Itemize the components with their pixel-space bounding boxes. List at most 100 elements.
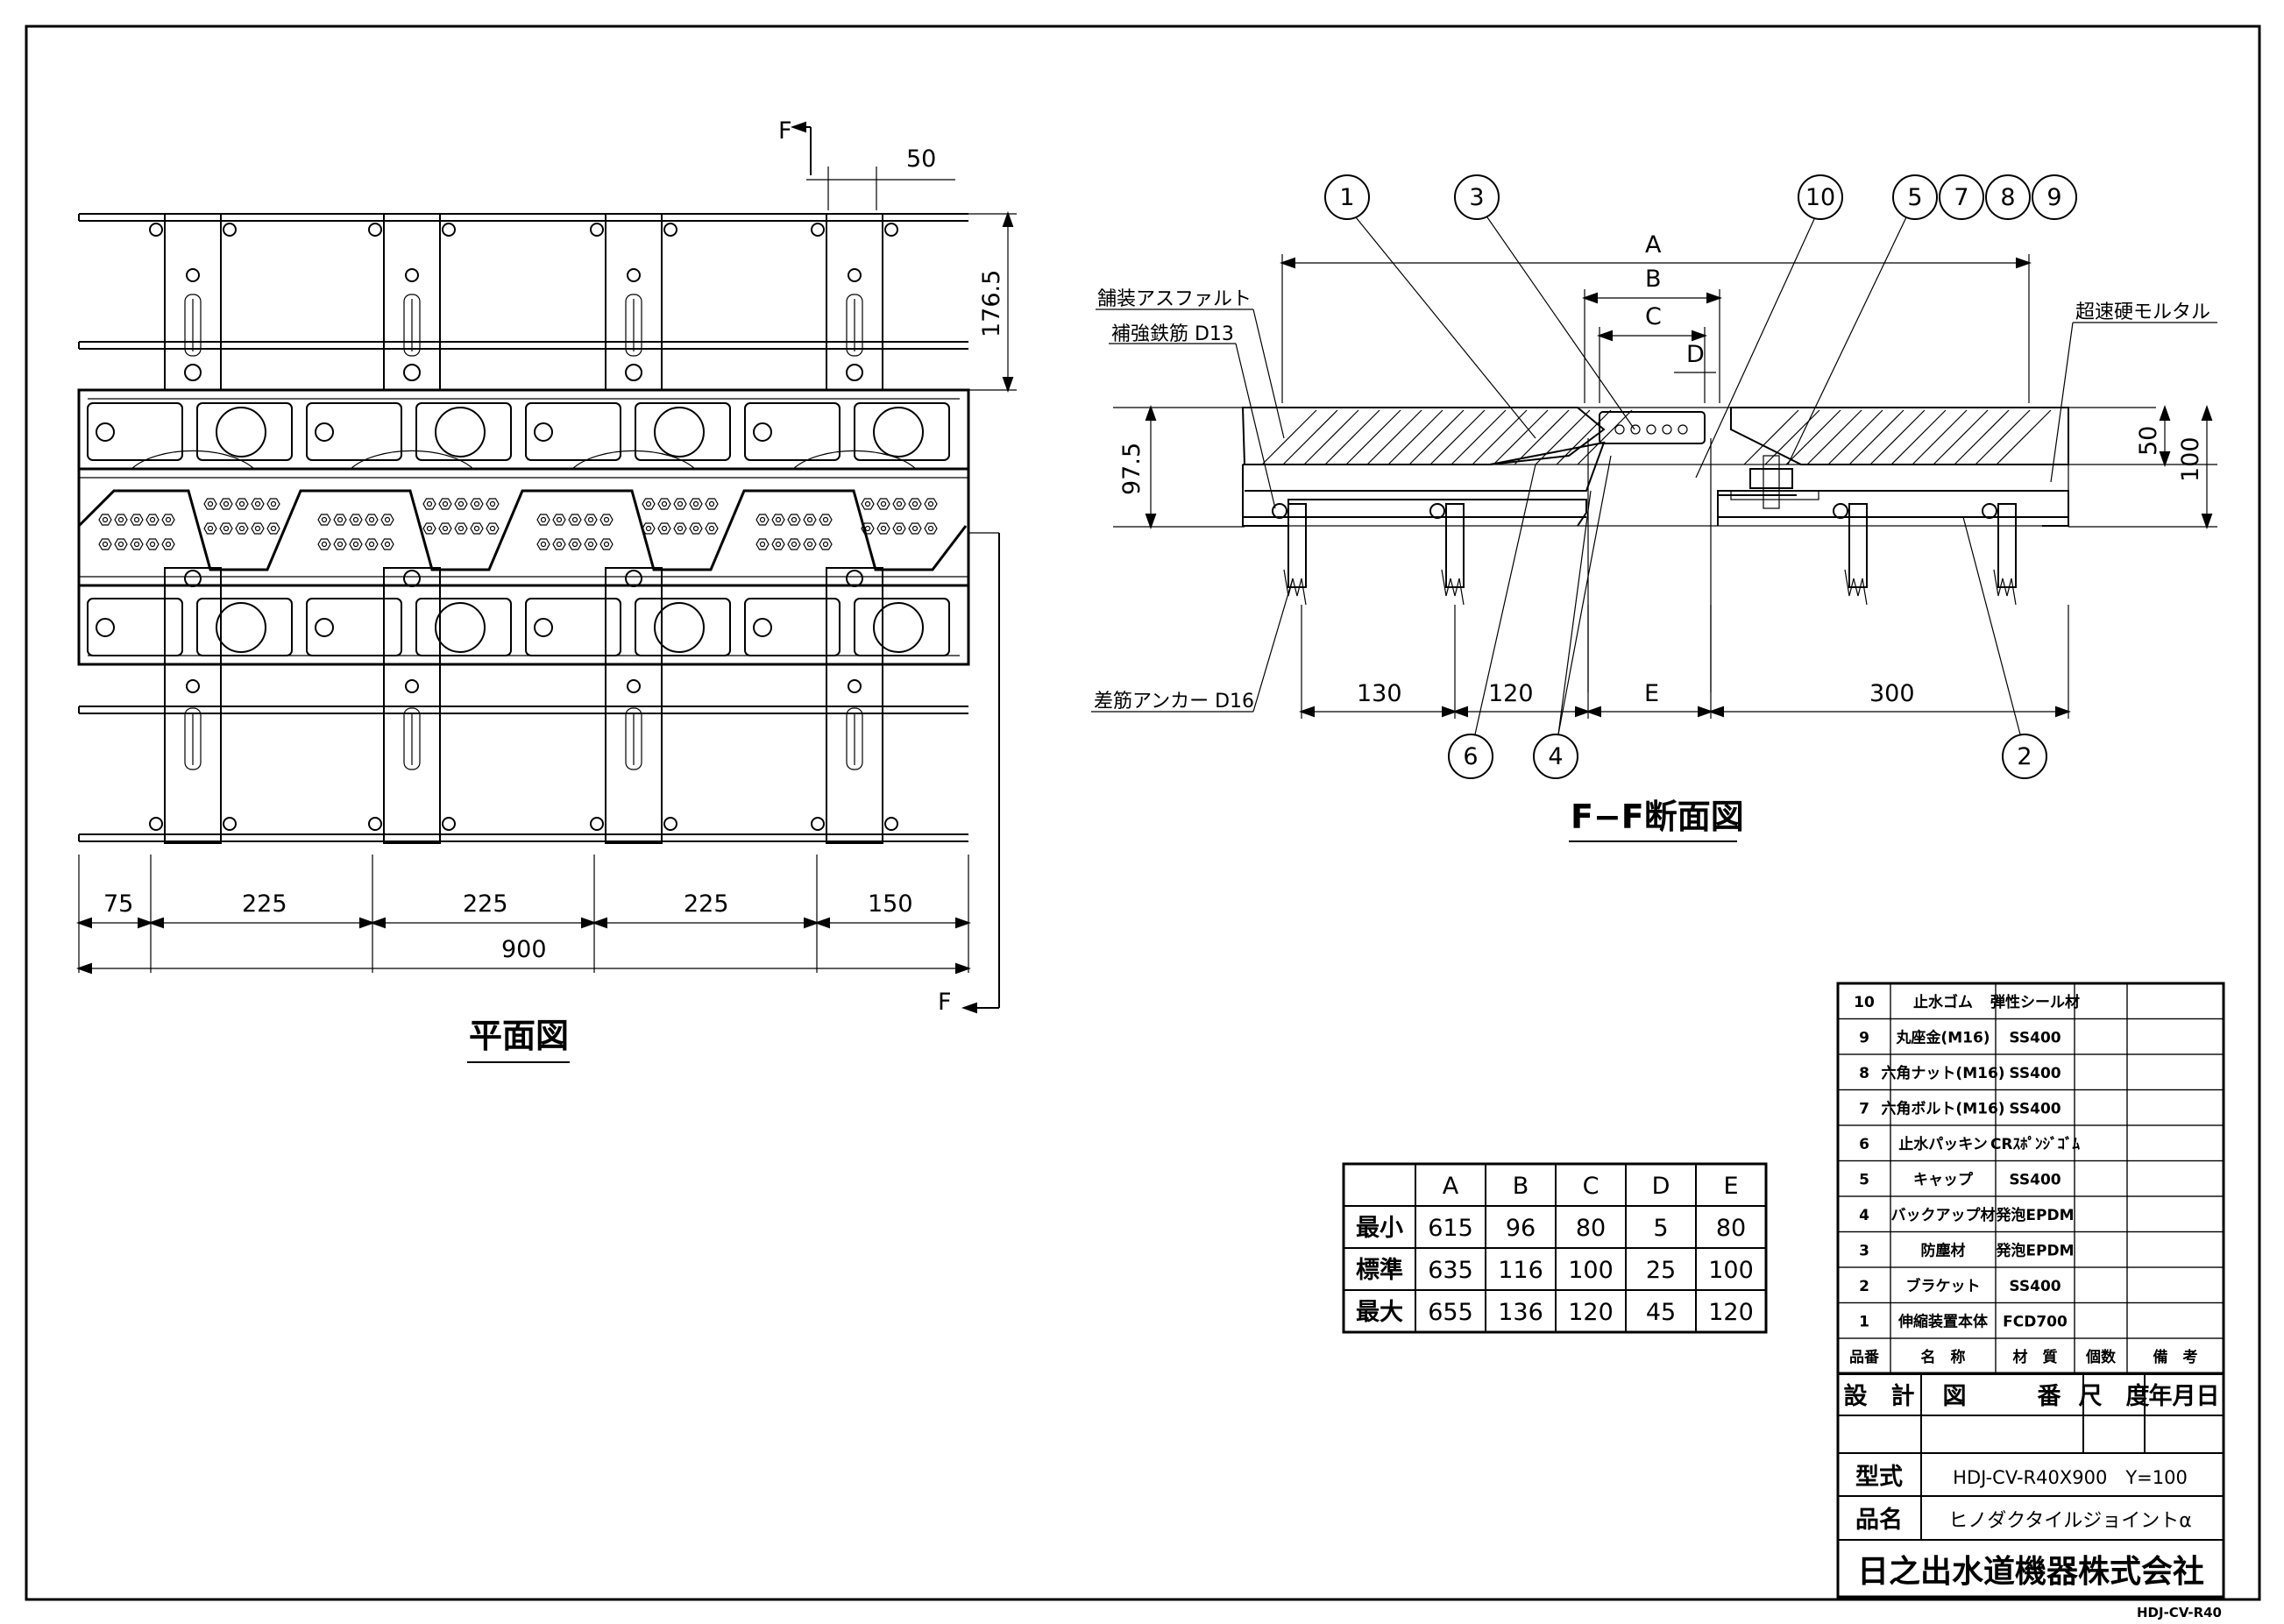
- parts-value: 六角ナット(M16): [1881, 1064, 2004, 1082]
- bearing-arc: [792, 450, 917, 470]
- finger-teeth: [77, 489, 968, 571]
- anchor-dot: [442, 817, 456, 831]
- part-bubble: [1892, 174, 1938, 220]
- bolt-hex: [552, 514, 566, 526]
- hatch-line: [1408, 409, 1465, 465]
- bolt-hex: [98, 538, 112, 550]
- parts-value: 5: [1859, 1172, 1869, 1189]
- bolt-hex: [422, 522, 436, 535]
- part-bubble: [1939, 174, 1984, 220]
- dim-arrowhead: [1698, 706, 1713, 718]
- label-leader: [1252, 578, 1294, 713]
- parts-value: 材 質: [2013, 1348, 2058, 1366]
- parts-cell: [2074, 1230, 2128, 1268]
- hatch-line: [1451, 409, 1507, 465]
- anchor-dot: [149, 223, 163, 237]
- anchor-dot: [149, 817, 163, 831]
- sheet-border: [25, 25, 2261, 1601]
- hatch-line: [1324, 409, 1380, 465]
- bolt-hex: [219, 522, 233, 535]
- bolt-hole: [645, 500, 652, 507]
- bolt-hex: [145, 514, 160, 526]
- parts-value: 3: [1859, 1243, 1869, 1260]
- bolt-hex: [876, 498, 890, 510]
- anchor-dot: [884, 817, 898, 831]
- bolt-hole: [864, 500, 871, 507]
- leader-1: [1355, 216, 1536, 439]
- pocket: [744, 402, 841, 461]
- seal-node: [1678, 424, 1688, 435]
- pocket: [525, 402, 621, 461]
- bolt-hole: [458, 525, 465, 532]
- hatch-line: [1556, 409, 1612, 465]
- bolt-hole: [352, 541, 359, 548]
- hatch-line: [1743, 409, 1799, 465]
- section-dim-100: 100: [2177, 436, 2204, 482]
- label-leader: [1235, 343, 1276, 509]
- hatch-line: [1429, 409, 1486, 465]
- bracket-hole: [846, 570, 863, 587]
- bolt-hex: [689, 522, 703, 535]
- bolt-hex: [203, 522, 217, 535]
- pocket-hole: [96, 618, 115, 637]
- hatch-line: [1282, 409, 1338, 465]
- bolt-hex: [642, 498, 656, 510]
- bolt-hex: [365, 538, 379, 550]
- bolt-hole: [254, 500, 261, 507]
- dim-table-value: 120: [1708, 1299, 1754, 1326]
- bolt-hex: [657, 498, 671, 510]
- hatch-line: [1303, 409, 1359, 465]
- anchor-dot: [223, 223, 237, 237]
- bolt-hex: [422, 498, 436, 510]
- bolt-hole: [571, 541, 578, 548]
- anchor-tip: [1993, 569, 2017, 606]
- bolt-hex: [438, 498, 452, 510]
- parts-cell: [2074, 1018, 2128, 1055]
- bolt-hex: [552, 538, 566, 550]
- bolt-hole: [352, 516, 359, 523]
- dim-arrowhead: [1452, 706, 1468, 718]
- parts-value: 止水ゴム: [1913, 993, 1973, 1011]
- bolt-hex: [470, 522, 484, 535]
- bolt-hex: [705, 522, 719, 535]
- bracket-strip: [605, 567, 663, 844]
- seal-node: [1646, 424, 1656, 435]
- bolt-hole: [337, 541, 344, 548]
- bracket-hole: [625, 364, 642, 381]
- bolt-hex: [130, 538, 144, 550]
- bolt-hex: [755, 538, 770, 550]
- dim-table-value: 120: [1568, 1299, 1614, 1326]
- parts-cell: [2074, 1089, 2128, 1126]
- bolt-hole: [822, 516, 829, 523]
- bolt-hole: [603, 541, 610, 548]
- dim-arrowhead: [1002, 377, 1014, 393]
- bolt-hole: [911, 500, 919, 507]
- bolt-hole: [927, 525, 934, 532]
- leader-5: [1787, 216, 1907, 465]
- dim-arrowhead: [1145, 514, 1157, 529]
- pocket-hole: [435, 407, 486, 457]
- anchor-tip: [1441, 569, 1465, 606]
- washer: [1730, 490, 1819, 500]
- bolt-hex: [599, 538, 614, 550]
- parts-cell: [2126, 1053, 2224, 1091]
- anchor-dot: [663, 817, 677, 831]
- section-dim-B: B: [1645, 266, 1662, 293]
- dim-arrowhead: [814, 917, 830, 929]
- parts-cell: [2074, 1159, 2128, 1197]
- pocket-hole: [753, 618, 772, 637]
- leader-4a: [1557, 455, 1612, 735]
- bolt-hole: [473, 525, 480, 532]
- bolt-hex: [235, 498, 249, 510]
- dim-arrowhead: [370, 917, 386, 929]
- pocket: [525, 598, 621, 656]
- parts-value: 8: [1859, 1065, 1869, 1082]
- dim-arrowhead: [1002, 211, 1014, 227]
- bolt-hex: [689, 498, 703, 510]
- parts-value: 伸縮装置本体: [1897, 1313, 1989, 1331]
- anchor-dot: [811, 223, 825, 237]
- bracket-hole: [186, 268, 200, 282]
- dim-arrowhead: [955, 962, 971, 975]
- pocket-hole: [96, 422, 115, 442]
- hatch-line: [1366, 409, 1422, 465]
